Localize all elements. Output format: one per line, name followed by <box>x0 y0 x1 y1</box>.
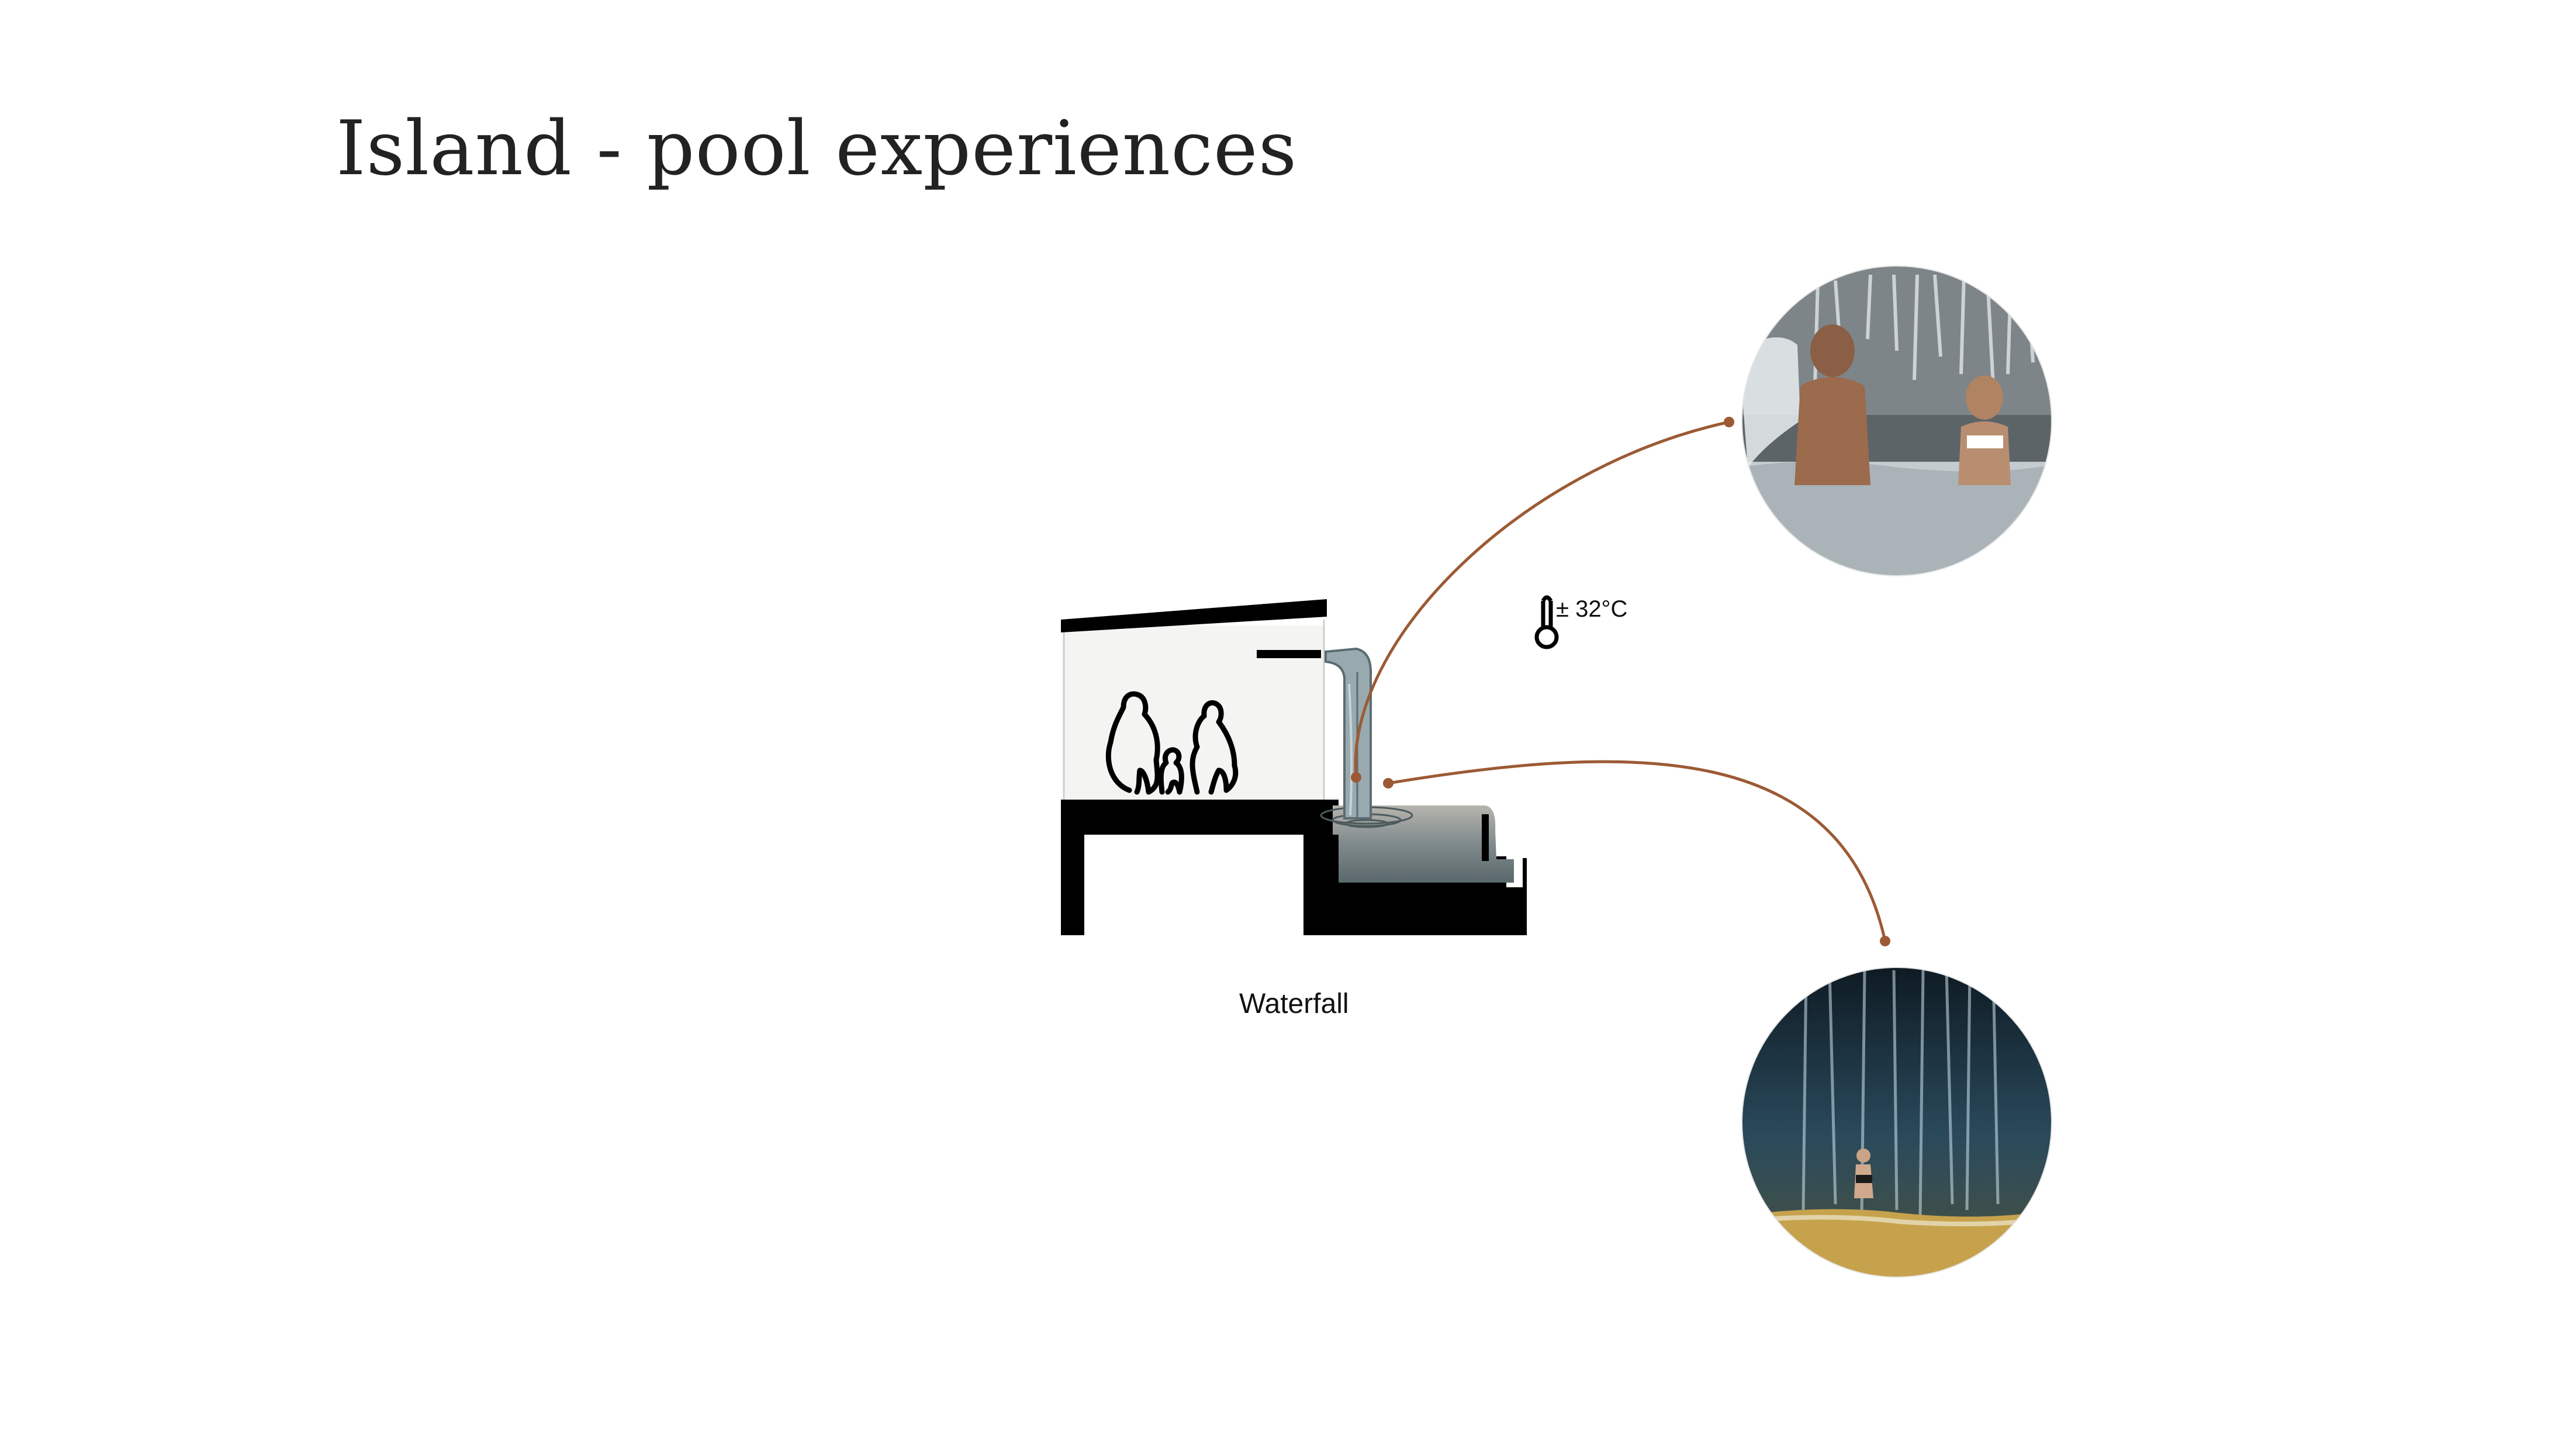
canopy-ledge <box>1257 650 1321 658</box>
temperature-label: ± 32°C <box>1556 596 1628 622</box>
page-title: Island - pool experiences <box>336 105 1298 192</box>
roof-slab <box>1061 599 1327 632</box>
floor-slab <box>1061 800 1339 935</box>
diagram-caption: Waterfall <box>1239 988 1349 1019</box>
family-figures-icon <box>1105 691 1239 795</box>
waterfall-spout <box>1325 647 1372 819</box>
pool-structure <box>1303 835 1527 935</box>
thermometer-icon <box>1534 595 1559 649</box>
photo-waterfall-shower <box>1742 266 2052 576</box>
connector-top <box>1354 420 1730 778</box>
photo-natural-waterfall <box>1742 967 2052 1277</box>
connector-lines <box>1354 420 1887 942</box>
connector-dots <box>1351 417 1890 946</box>
building-section <box>1061 599 1527 935</box>
connector-bottom <box>1388 760 1887 942</box>
